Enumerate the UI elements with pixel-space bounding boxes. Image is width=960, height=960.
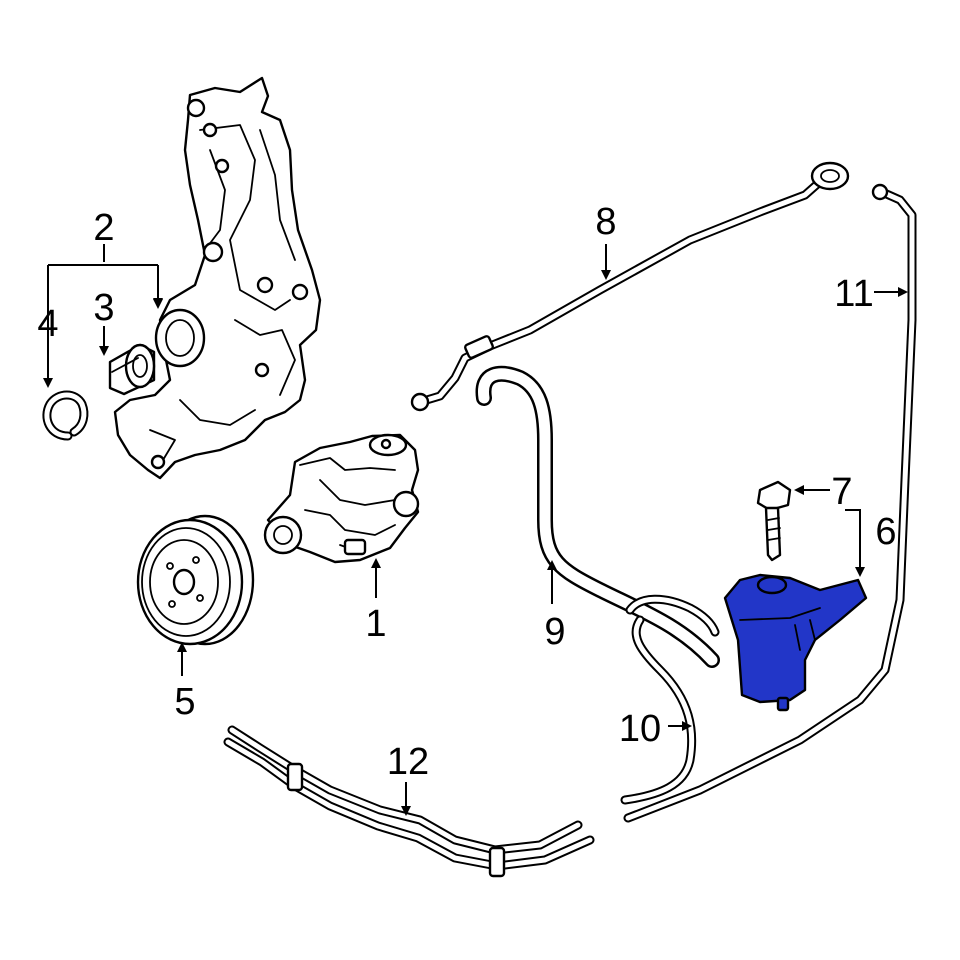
power-steering-pump [263, 433, 420, 564]
callout-7: 7 [831, 471, 852, 513]
mounting-bracket [113, 76, 322, 480]
callout-6: 6 [875, 511, 896, 553]
bushing [108, 343, 156, 396]
callout-2: 2 [93, 207, 114, 249]
cooler-line [623, 183, 917, 823]
pulley [136, 514, 255, 646]
callout-9: 9 [544, 611, 565, 653]
callout-1: 1 [365, 603, 386, 645]
callout-10: 10 [619, 708, 661, 750]
callout-5: 5 [174, 681, 195, 723]
supply-hose [620, 615, 697, 805]
callout-4: 4 [37, 303, 58, 345]
callout-12: 12 [387, 741, 429, 783]
pressure-line [410, 161, 850, 412]
return-hose [475, 365, 720, 668]
pressure-line-assembly [223, 725, 595, 878]
callout-labels: 1 2 3 4 5 6 7 8 9 10 11 12 [37, 201, 896, 783]
power-steering-reservoir [723, 573, 868, 712]
snap-ring [42, 390, 89, 441]
callout-11: 11 [834, 273, 873, 315]
leader-lines [43, 244, 908, 816]
reservoir-bolt [756, 480, 792, 562]
callout-8: 8 [595, 201, 616, 243]
callout-3: 3 [93, 287, 114, 329]
